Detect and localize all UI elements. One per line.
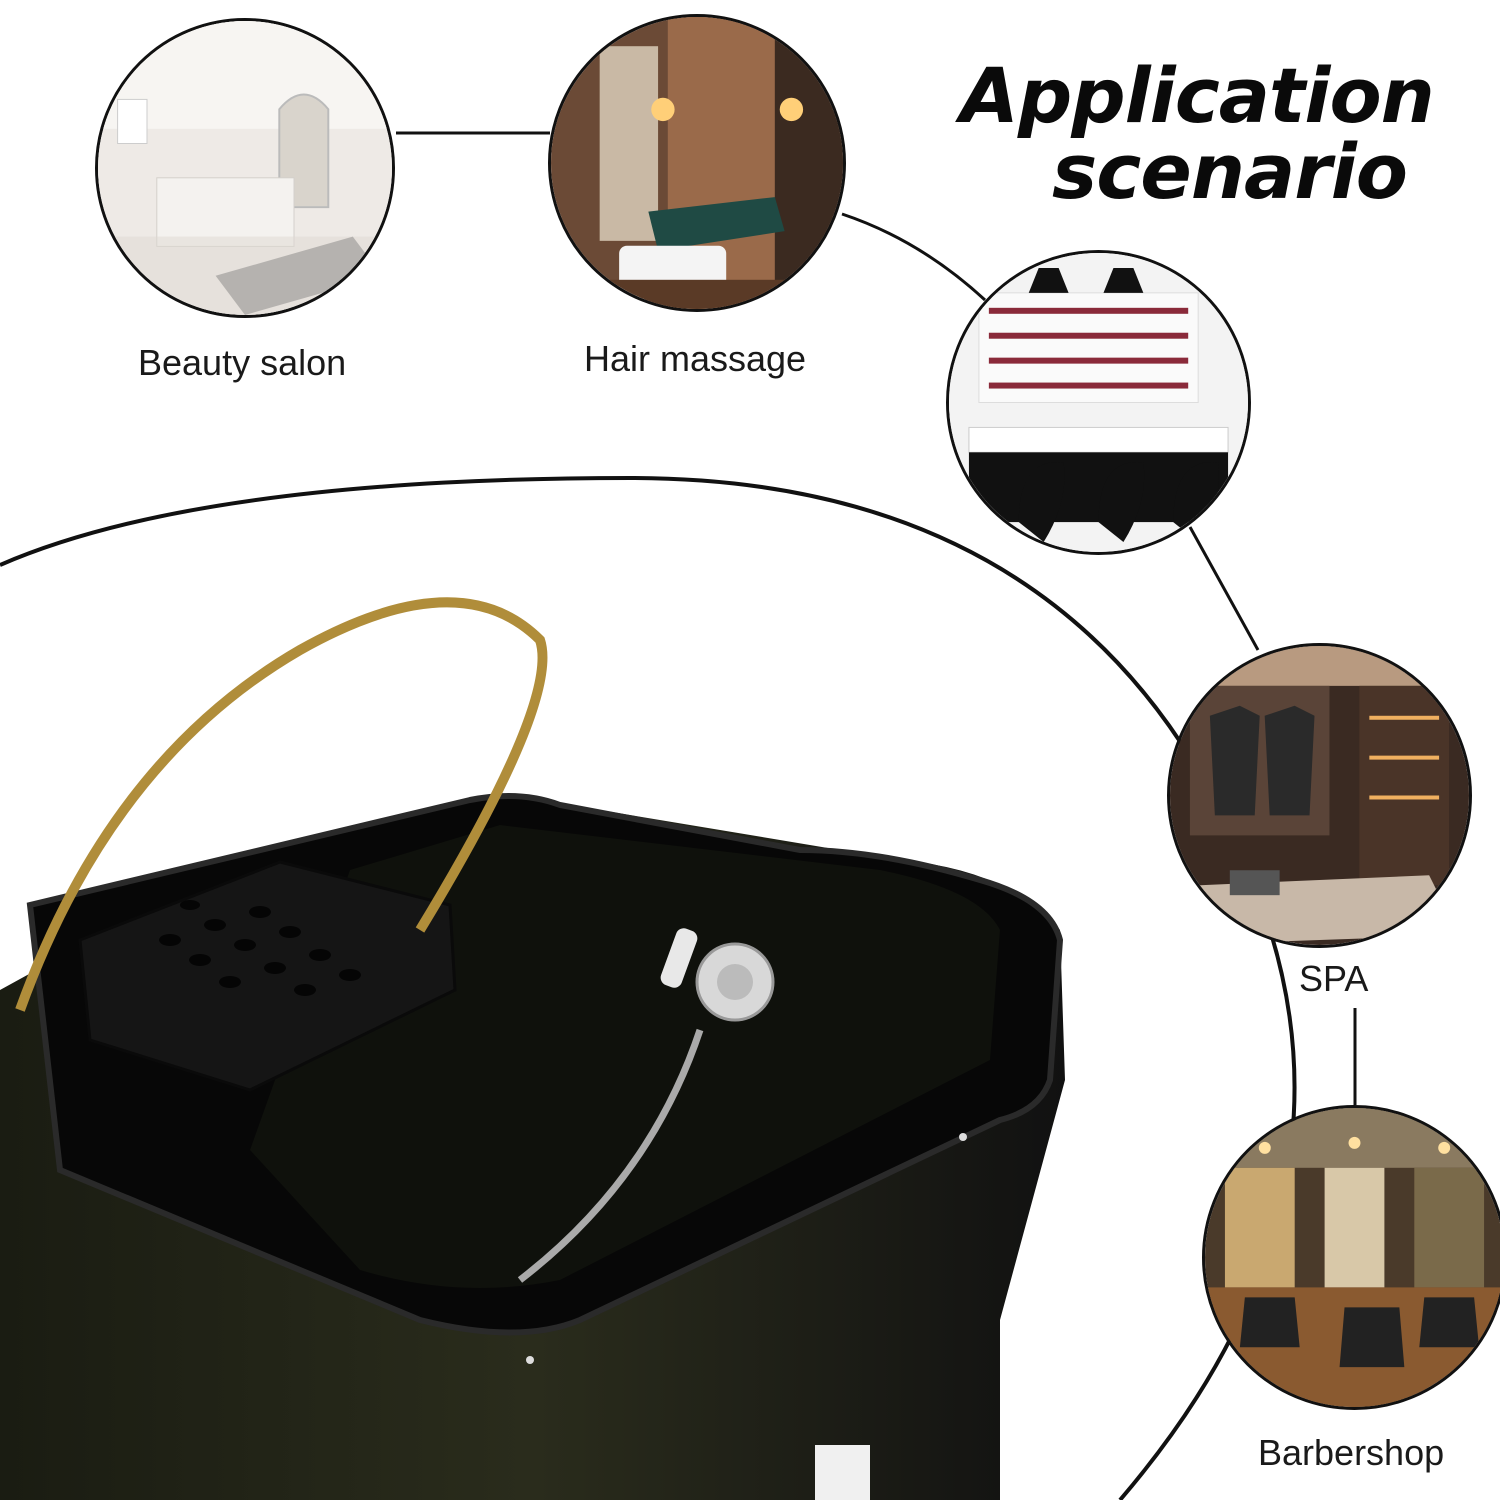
title-line-2: scenario: [1052, 127, 1408, 216]
hair-massage-image: [548, 14, 846, 312]
connector-2-3: [841, 212, 987, 302]
page-title: Application scenario: [960, 58, 1460, 210]
beauty-salon-image: [95, 18, 395, 318]
spa-image: [1167, 643, 1472, 948]
beauty-salon-label: Beauty salon: [138, 342, 347, 383]
product-circle-outline: [0, 475, 1297, 1500]
title-line-1: Application: [960, 51, 1435, 140]
barbershop-label: Barbershop: [1258, 1432, 1445, 1473]
spa-label: SPA: [1299, 958, 1369, 999]
hair-massage-label: Hair massage: [584, 338, 807, 379]
nail-salon-image: [946, 250, 1251, 555]
connector-3-4: [1188, 526, 1260, 651]
barbershop-image: [1202, 1105, 1500, 1410]
